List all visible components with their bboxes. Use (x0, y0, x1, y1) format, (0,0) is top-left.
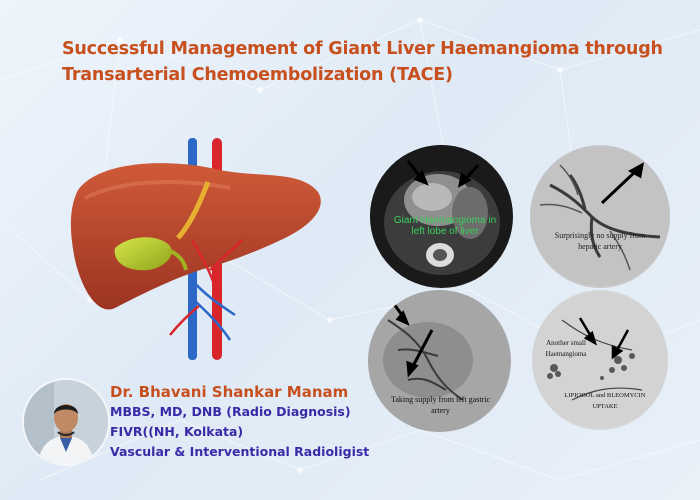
doctor-degrees: MBBS, MD, DNB (Radio Diagnosis) (110, 404, 351, 419)
liver-anatomy-icon (70, 138, 321, 360)
title-line-1: Successful Management of Giant Liver Hae… (62, 39, 663, 59)
doctor-specialty: Vascular & Interventional Radioligist (110, 444, 370, 459)
scan-caption: LIPIODOL and BLEOMYCIN UPTAKE (564, 392, 646, 410)
angiogram-image: Surprisingly no supply from hepatic arte… (530, 145, 670, 288)
doctor-fellowship: FIVR((NH, Kolkata) (110, 424, 244, 439)
scan-caption: Giant Haemangioma in left lobe of liver (393, 215, 497, 237)
page-title: Successful Management of Giant Liver Hae… (62, 36, 663, 88)
lipiodol-uptake-image: Another small Haemangioma LIPIODOL and B… (532, 290, 668, 430)
doctor-info: Dr. Bhavani Shankar Manam MBBS, MD, DNB … (110, 382, 369, 462)
scan-caption: Surprisingly no supply from hepatic arte… (554, 231, 646, 251)
angiogram-image: Taking supply from left gastric artery (368, 290, 511, 432)
scan-caption: Another small Haemangioma (545, 339, 587, 358)
doctor-name: Dr. Bhavani Shankar Manam (110, 383, 349, 401)
title-line-2: Transarterial Chemoembolization (TACE) (62, 65, 453, 85)
doctor-avatar (22, 378, 110, 466)
ct-scan-image: Giant Haemangioma in left lobe of liver (370, 145, 513, 288)
scan-caption: Taking supply from left gastric artery (391, 395, 490, 415)
